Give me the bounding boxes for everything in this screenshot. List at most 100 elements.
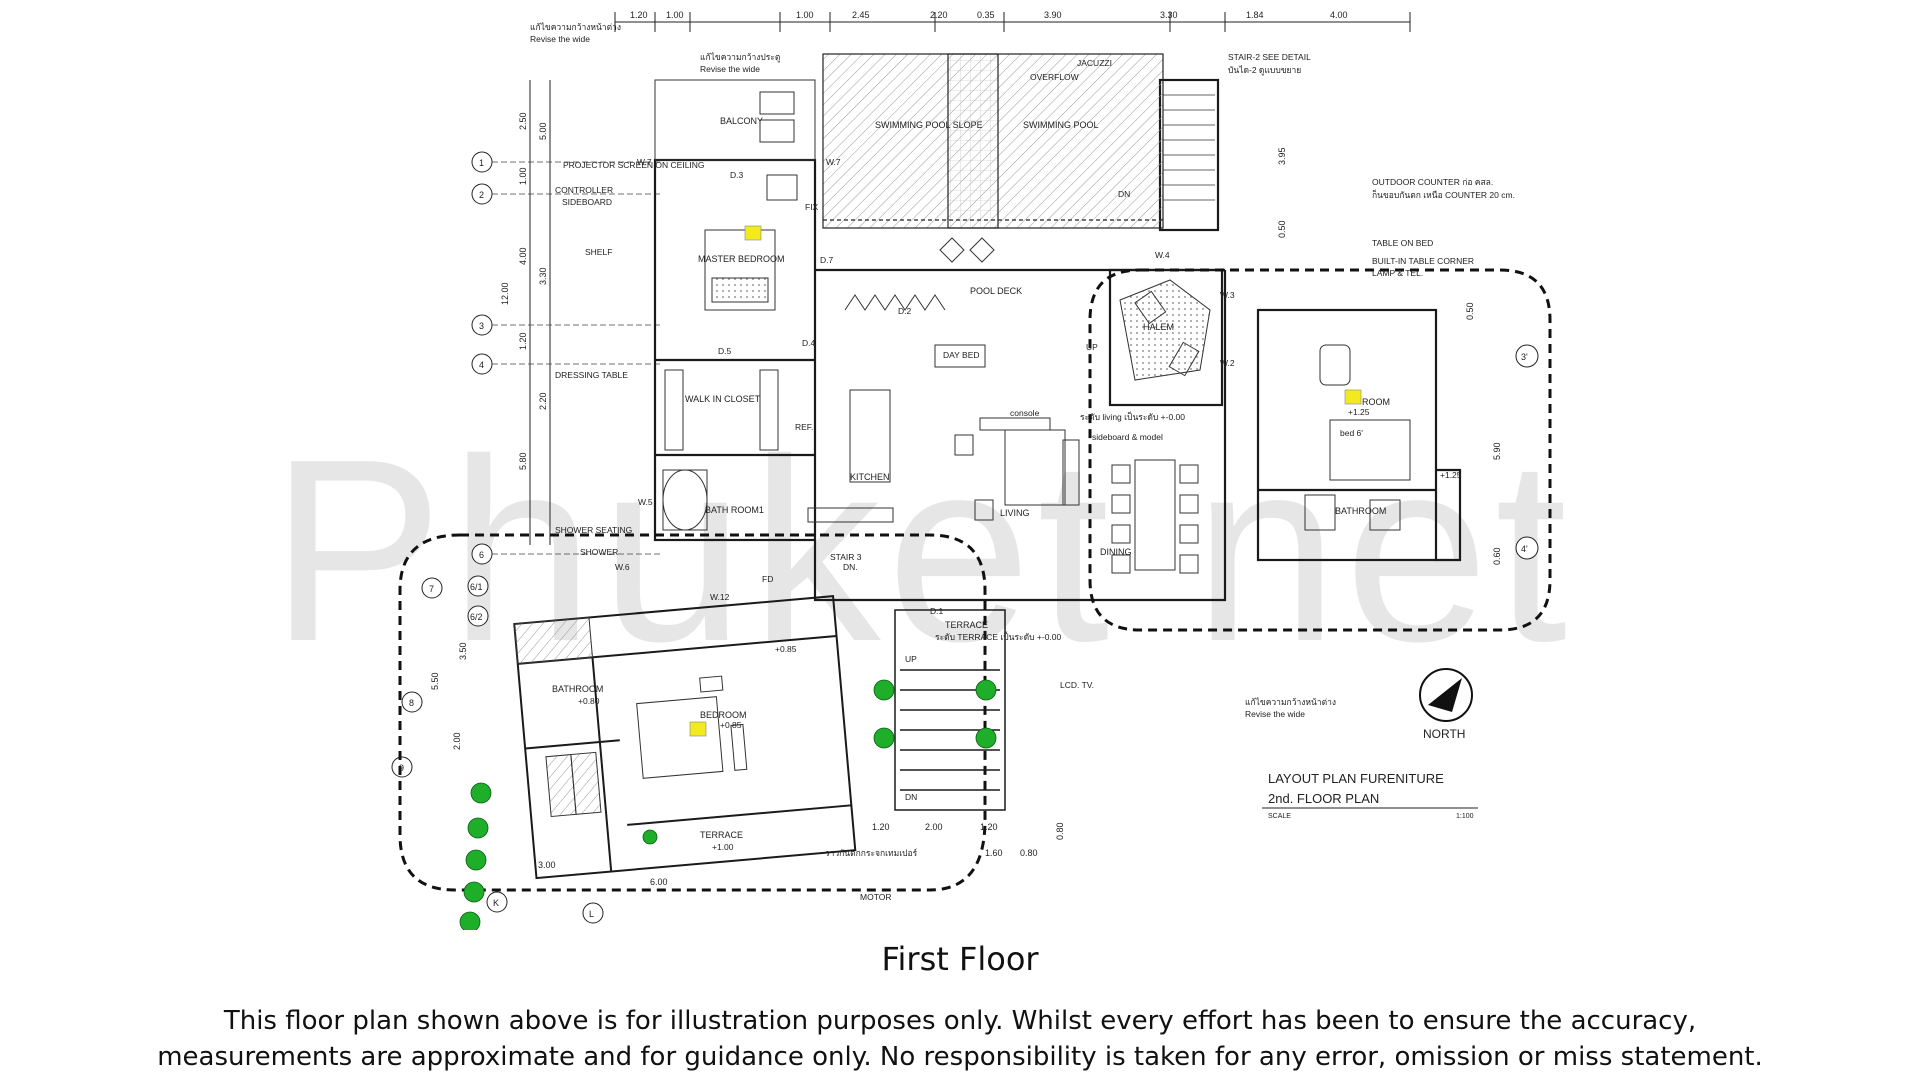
bathroom1-label: BATH ROOM1 [705,505,764,515]
dim-label: 5.80 [518,452,528,470]
tag-label: UP [905,654,917,664]
bedroom-lower-level: +0.85 [720,720,742,730]
grid-label: K [493,898,499,908]
revise-door-th: แก้ไขความกว้างประตู [700,52,780,63]
bath-lower-level: +0.80 [578,696,600,706]
tag-label: DN. [843,562,858,572]
bottom-dimension-labels: 1.20 2.00 1.20 1.60 0.80 0.80 3.00 6.00 … [430,642,1065,887]
dim-label: 3.00 [538,860,556,870]
pool-deck-label: POOL DECK [970,286,1022,296]
dim-label: 2.50 [518,112,528,130]
master-bedroom [704,174,798,311]
tag-label: DN [905,792,917,802]
dressing-note: DRESSING TABLE [555,370,628,380]
walk-in-closet-label: WALK IN CLOSET [685,394,761,404]
stair2-note: STAIR-2 SEE DETAIL [1228,52,1311,62]
dim-label: 5.90 [1492,442,1502,460]
tag-label: D.1 [930,606,944,616]
sideboard-model-label: sideboard & model [1092,432,1163,442]
tag-label: W.5 [638,497,653,507]
tag-label: W.7 [637,157,652,167]
title-block: LAYOUT PLAN FURENITURE 2nd. FLOOR PLAN S… [1262,771,1478,820]
room-level: +1.25 [1348,407,1370,417]
lcd-note: LCD. TV. [1060,680,1094,690]
dim-label: 1.60 [985,848,1003,858]
overflow-label: OVERFLOW [1030,72,1079,82]
dim-label: 1.00 [666,10,684,20]
revise-note-bottom-en: Revise the wide [1245,709,1305,719]
dim-label: 2.00 [925,822,943,832]
grid-label: 2 [479,190,484,200]
grid-label: 4 [479,360,484,370]
jacuzzi-label: JACUZZI [1077,58,1112,68]
north-arrow [1419,668,1473,722]
top-dimension-line [614,12,1411,32]
dim-label: 0.35 [977,10,995,20]
tag-label: REF. [795,422,813,432]
right-dimension-labels: 3.95 0.50 0.50 5.90 0.60 [1277,147,1502,565]
stair3-label: STAIR 3 [830,552,862,562]
grid-label: 7 [429,584,434,594]
dim-label: 2.45 [852,10,870,20]
balcony-label: BALCONY [720,116,763,126]
revise-note-th: แก้ไขความกว้างหน้าต่าง [530,22,621,32]
revise-note-bottom-th: แก้ไขความกว้างหน้าต่าง [1245,697,1336,707]
shower-seating-note: SHOWER SEATING [555,525,632,535]
tag-label: DN [1118,189,1130,199]
terrace-center-level: ระดับ TERRACE เป็นระดับ +-0.00 [935,631,1062,642]
floor-plan-drawing: Phuket net 1.20 1.00 1.00 2.45 2.20 0.35… [270,10,1567,930]
revise-note-en: Revise the wide [530,34,590,44]
dim-label: 3.90 [1044,10,1062,20]
tag-label: W.6 [615,562,630,572]
shower-note: SHOWER [580,547,618,557]
highlight-marker [689,721,707,737]
day-bed-label: DAY BED [943,350,980,360]
plants [459,679,997,930]
tag-label: W.4 [1155,250,1170,260]
counter-note: ก็นขอบกันตก เหนือ COUNTER 20 cm. [1372,189,1515,200]
highlight-region-left [398,533,987,892]
stair-right [1163,94,1215,201]
grid-bubbles-bottom [486,891,604,924]
halem-room [1119,279,1211,381]
dim-label: 1.84 [1246,10,1264,20]
grid-bubbles-right [1515,344,1539,560]
grid-label: 6/1 [470,582,483,592]
dim-label: 3.95 [1277,147,1287,165]
dim-label: 5.50 [430,672,440,690]
shelf-note: SHELF [585,247,612,257]
dim-label: 3.50 [458,642,468,660]
stair2-th-note: บันได-2 ดูแบบขยาย [1228,65,1301,76]
grid-label: 8 [409,698,414,708]
master-bedroom-label: MASTER BEDROOM [698,254,785,264]
highlight-region-right [1088,268,1552,632]
motor-note: MOTOR [860,892,891,902]
balcony-area [654,79,816,161]
grid-label: 3 [479,321,484,331]
builtin-table-note: BUILT-IN TABLE CORNER [1372,256,1474,266]
living-label: LIVING [1000,508,1030,518]
grid-label: 3' [1521,352,1528,362]
wing-level: +0.85 [775,644,797,654]
dim-label: 12.00 [500,282,510,305]
tag-label: D.7 [820,255,834,265]
dim-label: 1.20 [518,332,528,350]
swimming-pool [822,53,1164,229]
dim-label: 4.00 [1330,10,1348,20]
title-block-line1: LAYOUT PLAN FURENITURE [1268,771,1444,786]
grid-label: 9 [399,763,404,773]
grid-label: L [589,909,594,919]
living-furniture [807,237,1080,523]
bathroom-lower-label: BATHROOM [552,684,603,694]
dim-label: 2.20 [930,10,948,20]
opening-tags: W.7 W.7 D.7 D.3 D.2 D.4 D.5 W.5 W.6 W.12… [615,157,1235,802]
tag-label: D.5 [718,346,732,356]
scale-label: SCALE [1268,813,1291,820]
dim-label: 1.20 [630,10,648,20]
grid-bubble-labels: 1 2 3 4 6 6/1 6/2 7 8 9 [399,158,484,773]
dim-label: 4.00 [518,247,528,265]
terrace-lower-label: TERRACE [700,830,743,840]
projector-note: PROJECTOR SCREEN ON CEILING [563,160,705,170]
bed-label: bed 6' [1340,428,1363,438]
tag-label: UP [1086,342,1098,352]
